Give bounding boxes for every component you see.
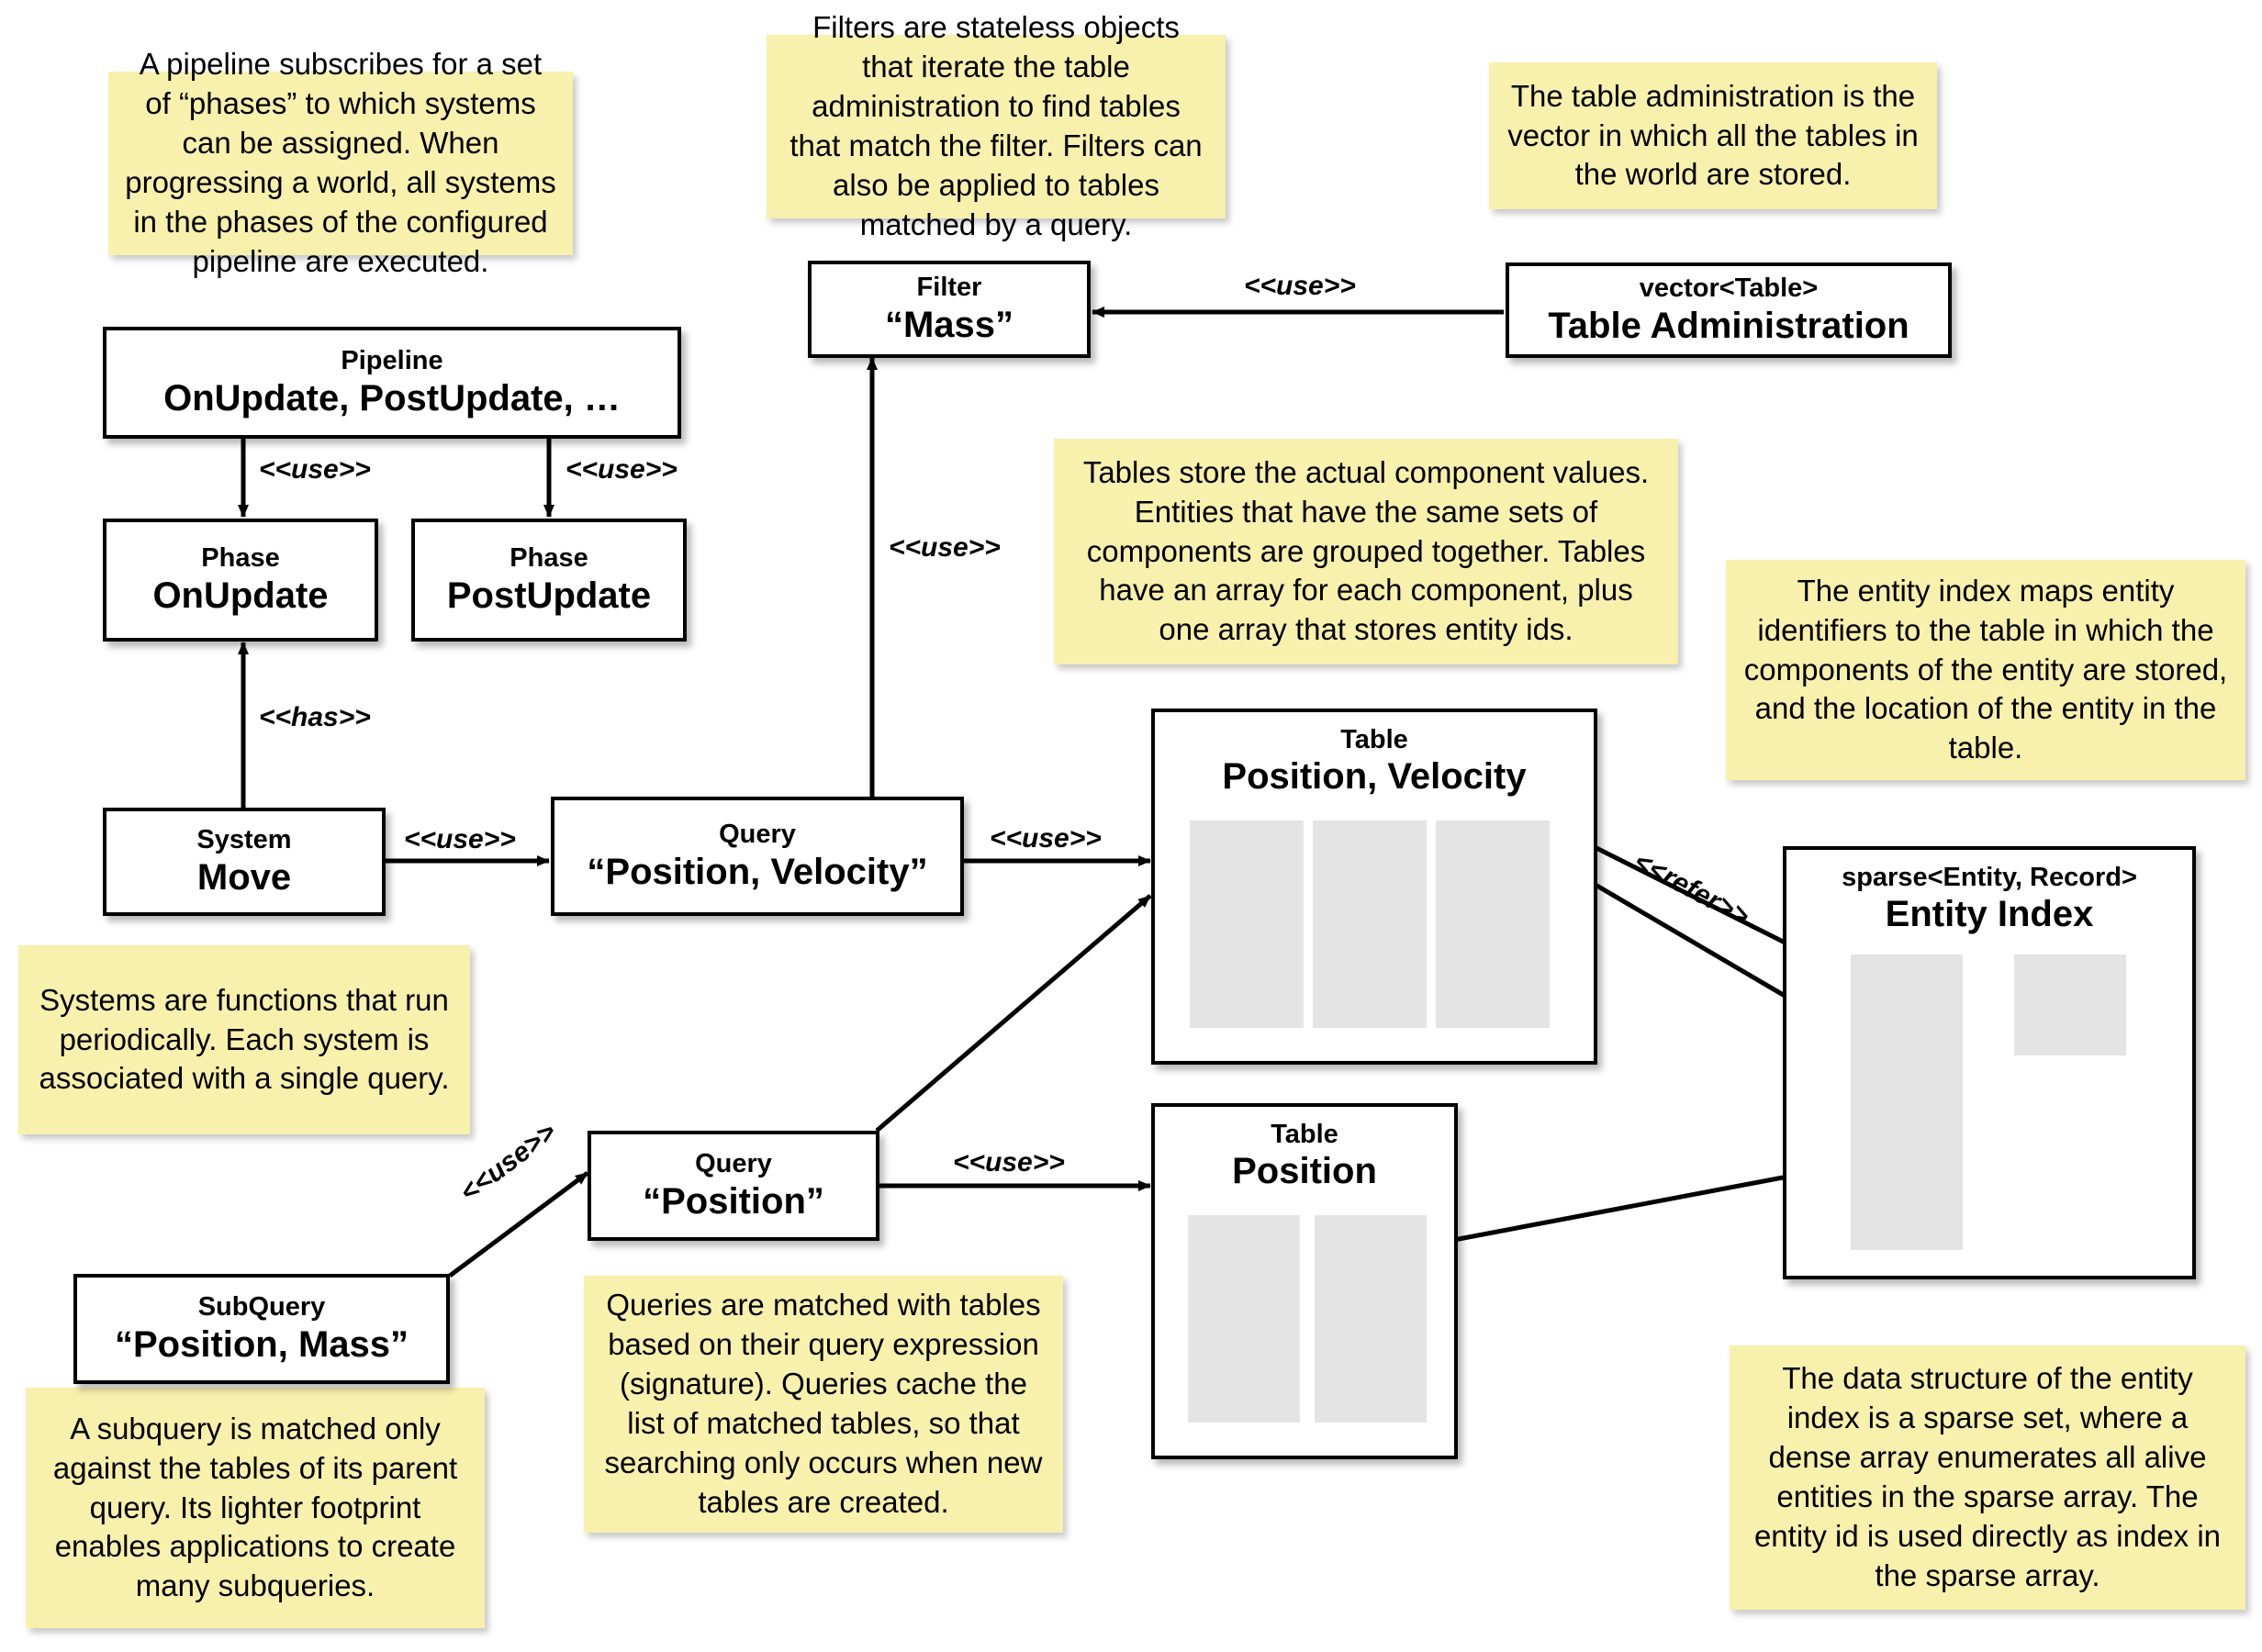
note-filter-text: Filters are stateless objects that itera…	[789, 10, 1203, 241]
table-p-column-2	[1315, 1215, 1427, 1423]
box-phase-postupdate-stereotype: Phase	[510, 543, 588, 574]
box-query-pv-stereotype: Query	[719, 820, 796, 850]
box-phase-onupdate-title: OnUpdate	[152, 575, 329, 616]
entity-index-stereotype: sparse<Entity, Record>	[1842, 863, 2137, 892]
note-table-admin-text: The table administration is the vector i…	[1507, 78, 1919, 192]
box-table-position[interactable]: Table Position	[1151, 1103, 1458, 1459]
box-phase-onupdate[interactable]: Phase OnUpdate	[103, 519, 378, 642]
box-table-admin-title: Table Administration	[1548, 305, 1909, 346]
entity-index-header: sparse<Entity, Record> Entity Index	[1786, 850, 2192, 935]
box-pipeline-title: OnUpdate, PostUpdate, …	[163, 377, 621, 419]
box-filter-mass-stereotype: Filter	[916, 273, 982, 303]
box-pipeline[interactable]: Pipeline OnUpdate, PostUpdate, …	[103, 327, 681, 439]
edge-label-queryp-tablep: <<use>>	[953, 1147, 1065, 1178]
box-query-pv-title: “Position, Velocity”	[587, 851, 928, 892]
box-filter-mass[interactable]: Filter “Mass”	[808, 261, 1091, 358]
box-phase-onupdate-stereotype: Phase	[201, 543, 280, 574]
box-query-position-velocity[interactable]: Query “Position, Velocity”	[551, 797, 964, 916]
note-sparse-set-text: The data structure of the entity index i…	[1753, 1361, 2222, 1592]
box-system-move-title: Move	[196, 856, 292, 898]
box-query-p-stereotype: Query	[695, 1149, 772, 1179]
note-subquery: A subquery is matched only against the t…	[26, 1388, 485, 1628]
edge-label-tableadmin-filter: <<use>>	[1244, 271, 1356, 301]
edge-label-pipeline-postupdate: <<use>>	[566, 454, 677, 485]
table-pv-column-1	[1190, 820, 1304, 1028]
note-filter: Filters are stateless objects that itera…	[767, 10, 1226, 241]
box-table-admin-stereotype: vector<Table>	[1639, 273, 1819, 304]
table-pv-header: Table Position, Velocity	[1155, 712, 1594, 798]
note-queries: Queries are matched with tables based on…	[584, 1276, 1063, 1533]
box-system-move[interactable]: System Move	[103, 808, 386, 916]
table-p-column-1	[1188, 1215, 1300, 1423]
note-systems-text: Systems are functions that run periodica…	[39, 982, 450, 1096]
note-sparse-set: The data structure of the entity index i…	[1730, 1345, 2245, 1610]
box-query-position[interactable]: Query “Position”	[588, 1131, 879, 1241]
box-subquery-stereotype: SubQuery	[197, 1292, 326, 1323]
box-phase-postupdate-title: PostUpdate	[446, 575, 652, 616]
box-table-administration[interactable]: vector<Table> Table Administration	[1506, 262, 1952, 358]
table-p-title: Position	[1232, 1151, 1377, 1192]
edge-entityindex-to-tablep	[1424, 1165, 1837, 1249]
edge-label-subquery-queryp: <<use>>	[454, 1116, 563, 1209]
box-query-p-title: “Position”	[643, 1180, 824, 1222]
edge-label-system-onupdate: <<has>>	[259, 702, 371, 732]
table-pv-stereotype: Table	[1340, 725, 1408, 754]
box-filter-mass-title: “Mass”	[884, 304, 1014, 345]
box-subquery-title: “Position, Mass”	[114, 1323, 409, 1365]
note-tables: Tables store the actual component values…	[1054, 439, 1678, 664]
note-queries-text: Queries are matched with tables based on…	[604, 1288, 1043, 1519]
note-entity-index-text: The entity index maps entity identifiers…	[1743, 573, 2228, 765]
entity-index-sparse-array	[1851, 954, 1963, 1250]
edge-label-query-filter: <<use>>	[889, 532, 1001, 563]
edge-label-pipeline-onupdate: <<use>>	[259, 454, 371, 485]
entity-index-title: Entity Index	[1885, 894, 2094, 935]
edge-label-querypv-tablepv: <<use>>	[990, 823, 1102, 854]
box-entity-index[interactable]: sparse<Entity, Record> Entity Index	[1783, 846, 2196, 1279]
box-pipeline-stereotype: Pipeline	[341, 346, 443, 376]
table-p-header: Table Position	[1155, 1107, 1454, 1192]
entity-index-dense-array	[2014, 954, 2126, 1055]
box-subquery-position-mass[interactable]: SubQuery “Position, Mass”	[73, 1274, 450, 1384]
box-system-move-stereotype: System	[196, 825, 292, 855]
table-p-stereotype: Table	[1271, 1120, 1338, 1149]
note-pipeline-text: A pipeline subscribes for a set of “phas…	[125, 47, 556, 278]
note-pipeline: A pipeline subscribes for a set of “phas…	[108, 47, 573, 278]
box-phase-postupdate[interactable]: Phase PostUpdate	[411, 519, 687, 642]
note-tables-text: Tables store the actual component values…	[1082, 454, 1650, 647]
box-table-position-velocity[interactable]: Table Position, Velocity	[1151, 709, 1597, 1065]
note-subquery-text: A subquery is matched only against the t…	[52, 1411, 458, 1603]
table-pv-column-3	[1436, 820, 1550, 1028]
note-table-admin: The table administration is the vector i…	[1489, 62, 1937, 209]
table-pv-title: Position, Velocity	[1222, 756, 1527, 798]
edge-label-entityindex-refer: <<refer>>	[1629, 846, 1754, 932]
table-pv-column-2	[1313, 820, 1427, 1028]
note-entity-index: The entity index maps entity identifiers…	[1726, 560, 2245, 780]
note-systems: Systems are functions that run periodica…	[18, 945, 470, 1134]
edge-queryp-to-tablepv	[875, 894, 1152, 1133]
edge-label-system-query: <<use>>	[404, 824, 516, 854]
